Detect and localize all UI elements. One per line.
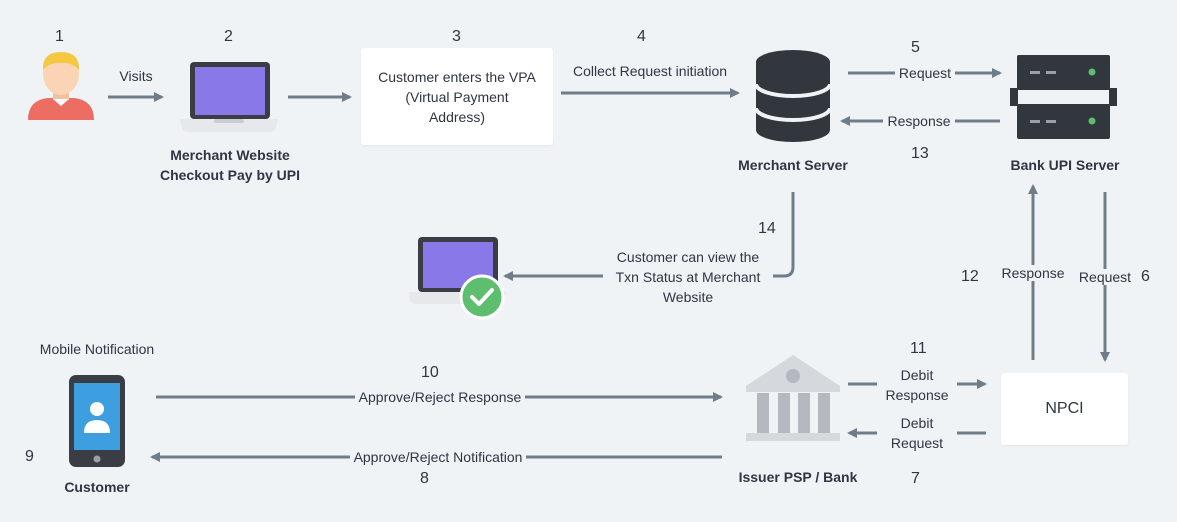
merchant-server-label: Merchant Server bbox=[738, 157, 848, 173]
edge-label-response-right: Response bbox=[997, 265, 1069, 281]
step-12: 12 bbox=[961, 268, 979, 285]
step-13: 13 bbox=[911, 145, 929, 162]
vpa-box-line3: Address) bbox=[428, 108, 485, 125]
step-6: 6 bbox=[1141, 268, 1150, 285]
step-4: 4 bbox=[637, 28, 646, 45]
step-5: 5 bbox=[911, 39, 920, 56]
step-11: 11 bbox=[910, 340, 927, 357]
step-1: 1 bbox=[55, 28, 64, 45]
person-avatar-icon bbox=[28, 52, 94, 120]
laptop-checkmark-icon bbox=[408, 237, 506, 320]
customer-label: Customer bbox=[64, 479, 130, 495]
bank-upi-server-label: Bank UPI Server bbox=[1010, 157, 1120, 173]
edge-label-visits: Visits bbox=[119, 68, 153, 84]
npci-box: NPCI bbox=[1001, 373, 1128, 445]
debit-request-line2: Request bbox=[890, 435, 944, 451]
edge-label-collect-request: Collect Request initiation bbox=[572, 63, 728, 79]
txn-status-line1: Customer can view the bbox=[616, 249, 760, 265]
txn-status-line3: Website bbox=[662, 289, 714, 305]
merchant-website-label: Merchant Website Checkout Pay by UPI bbox=[140, 145, 320, 185]
arrow-txn-status bbox=[503, 192, 795, 281]
edge-label-debit-response: Debit Response bbox=[877, 365, 957, 405]
vpa-box-line2: (Virtual Payment bbox=[405, 88, 509, 105]
edge-label-response-top: Response bbox=[883, 113, 955, 129]
debit-request-line1: Debit bbox=[900, 415, 934, 431]
step-3: 3 bbox=[452, 28, 461, 45]
merchant-website-label-line2: Checkout Pay by UPI bbox=[159, 167, 301, 183]
edge-label-approve-response: Approve/Reject Response bbox=[354, 389, 526, 405]
step-8: 8 bbox=[420, 470, 429, 487]
bank-building-icon bbox=[746, 355, 840, 441]
debit-response-line2: Response bbox=[885, 387, 949, 403]
edge-label-request-top: Request bbox=[894, 65, 956, 81]
edge-label-request-right: Request bbox=[1074, 269, 1136, 285]
edge-label-txn-status: Customer can view the Txn Status at Merc… bbox=[603, 247, 773, 307]
txn-status-line2: Txn Status at Merchant bbox=[615, 269, 761, 285]
debit-response-line1: Debit bbox=[900, 367, 934, 383]
vpa-entry-box: Customer enters the VPA (Virtual Payment… bbox=[361, 48, 553, 145]
step-14: 14 bbox=[758, 220, 776, 237]
server-rack-icon bbox=[1010, 55, 1117, 139]
issuer-psp-bank-label: Issuer PSP / Bank bbox=[738, 469, 858, 485]
npci-label: NPCI bbox=[1045, 400, 1084, 417]
vpa-box-line1: Customer enters the VPA bbox=[378, 68, 536, 85]
database-icon bbox=[754, 50, 832, 142]
merchant-website-label-line1: Merchant Website bbox=[170, 147, 290, 163]
step-9: 9 bbox=[25, 448, 34, 465]
mobile-phone-icon bbox=[69, 375, 125, 467]
step-7: 7 bbox=[911, 470, 920, 487]
step-10: 10 bbox=[421, 364, 439, 381]
mobile-notification-label: Mobile Notification bbox=[39, 341, 155, 357]
laptop-dollar-icon bbox=[180, 62, 278, 132]
edge-label-approve-notification: Approve/Reject Notification bbox=[349, 449, 527, 465]
step-2: 2 bbox=[224, 28, 233, 45]
edge-label-debit-request: Debit Request bbox=[877, 413, 957, 453]
